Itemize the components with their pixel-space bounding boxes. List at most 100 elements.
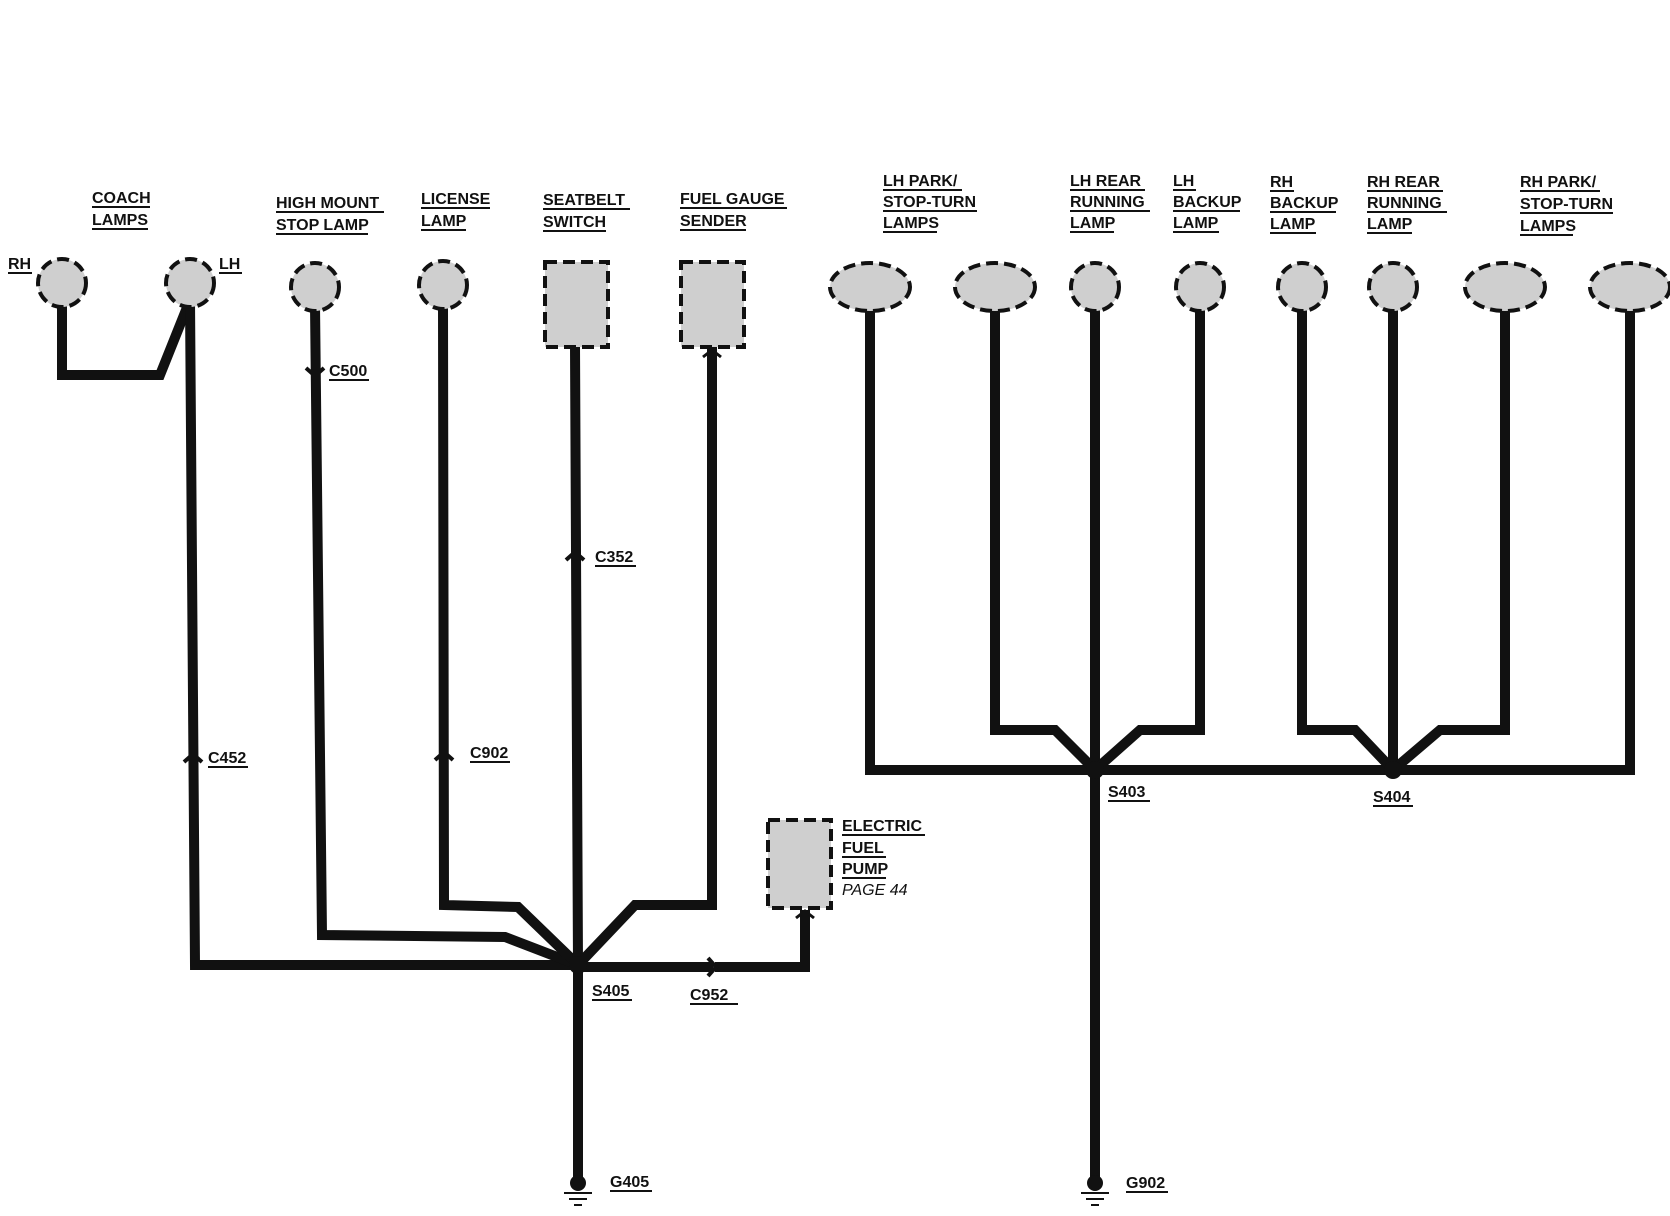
lh-park-lamp-inner-icon[interactable] <box>953 261 1037 313</box>
lh-park-lamp-outer-icon[interactable] <box>828 261 912 313</box>
coach-lamp-lh-label: LH <box>219 256 240 273</box>
wires-left-network <box>57 293 810 1185</box>
fuel-gauge-line2: SENDER <box>680 213 747 230</box>
g902-ground-icon[interactable] <box>1081 1175 1109 1206</box>
fuel-gauge-sender-icon[interactable] <box>679 260 746 349</box>
g405-ground-icon[interactable] <box>564 1175 592 1206</box>
rh-rear-running-lamp-icon[interactable] <box>1367 261 1419 313</box>
lh-rear-line2: RUNNING <box>1070 194 1145 211</box>
lh-backup-line1: LH <box>1173 173 1194 190</box>
wire-seatbelt-to-s405 <box>569 339 584 971</box>
fuel-gauge-connector-icon <box>702 348 722 359</box>
coach-lamp-lh-icon[interactable] <box>164 257 216 309</box>
s405-label: S405 <box>592 983 629 1000</box>
fuel-pump-line3: PUMP <box>842 861 889 878</box>
connector-markers <box>182 348 815 978</box>
lh-backup-label: LH BACKUP LAMP <box>1173 173 1242 233</box>
wire-rh-backup <box>1297 300 1401 778</box>
g405-label: G405 <box>610 1174 649 1191</box>
c352-connector-icon[interactable] <box>564 549 586 562</box>
fuel-pump-line1: ELECTRIC <box>842 818 922 835</box>
c902-connector-icon[interactable] <box>433 749 455 762</box>
fuel-pump-connector-icon <box>795 909 815 920</box>
electric-fuel-pump-label: ELECTRIC FUEL PUMP PAGE 44 <box>842 818 925 899</box>
lh-rear-running-label: LH REAR RUNNING LAMP <box>1070 173 1150 233</box>
wire-coach-lh-to-s405 <box>184 294 583 970</box>
rh-park-lamp-inner-icon[interactable] <box>1463 261 1547 313</box>
fuel-pump-page-ref[interactable]: PAGE 44 <box>842 882 908 899</box>
lh-park-line3: LAMPS <box>883 215 939 232</box>
coach-lamp-rh-icon[interactable] <box>36 257 88 309</box>
rh-backup-lamp-icon[interactable] <box>1276 261 1328 313</box>
wire-rh-park-outer <box>1388 300 1635 775</box>
rh-rear-line1: RH REAR <box>1367 174 1440 191</box>
seatbelt-line1: SEATBELT <box>543 192 625 209</box>
fuel-gauge-line1: FUEL GAUGE <box>680 191 785 208</box>
splice-points <box>569 761 1402 974</box>
seatbelt-switch-label: SEATBELT SWITCH <box>543 192 630 232</box>
high-mount-line2: STOP LAMP <box>276 217 369 234</box>
fuel-pump-line2: FUEL <box>842 840 884 857</box>
c352-label: C352 <box>595 549 633 566</box>
rh-backup-line3: LAMP <box>1270 216 1316 233</box>
lh-park-line1: LH PARK/ <box>883 173 958 190</box>
wire-lh-backup <box>1087 300 1205 778</box>
s403-splice-icon[interactable] <box>1086 761 1104 779</box>
seatbelt-line2: SWITCH <box>543 214 606 231</box>
electric-fuel-pump-icon[interactable] <box>766 818 833 910</box>
g902-label: G902 <box>1126 1175 1165 1192</box>
s403-label: S403 <box>1108 784 1145 801</box>
lh-park-stop-turn-label: LH PARK/ STOP-TURN LAMPS <box>883 173 977 233</box>
c902-label: C902 <box>470 745 508 762</box>
s405-splice-icon[interactable] <box>569 956 587 974</box>
rh-park-line3: LAMPS <box>1520 218 1576 235</box>
license-line1: LICENSE <box>421 191 491 208</box>
c952-connector-icon[interactable] <box>706 956 719 978</box>
high-mount-line1: HIGH MOUNT <box>276 195 379 212</box>
component-shapes <box>36 257 1670 910</box>
c952-label: C952 <box>690 987 728 1004</box>
lh-rear-line3: LAMP <box>1070 215 1116 232</box>
lh-backup-line2: BACKUP <box>1173 194 1242 211</box>
rh-park-stop-turn-label: RH PARK/ STOP-TURN LAMPS <box>1520 174 1613 236</box>
wires-right-network <box>865 300 1635 1185</box>
coach-lamps-label: COACH LAMPS <box>92 190 151 230</box>
rh-rear-line3: LAMP <box>1367 216 1413 233</box>
wire-c952-to-fuel-pump <box>715 910 810 972</box>
license-line2: LAMP <box>421 213 467 230</box>
rh-backup-line2: BACKUP <box>1270 195 1339 212</box>
rh-backup-label: RH BACKUP LAMP <box>1270 174 1339 234</box>
wire-lh-park-inner <box>990 300 1103 778</box>
high-mount-stop-lamp-label: HIGH MOUNT STOP LAMP <box>276 195 384 235</box>
lh-backup-lamp-icon[interactable] <box>1174 261 1226 313</box>
seatbelt-switch-icon[interactable] <box>543 260 610 349</box>
rh-park-line2: STOP-TURN <box>1520 196 1613 213</box>
rh-park-lamp-outer-icon[interactable] <box>1588 261 1670 313</box>
lh-rear-running-lamp-icon[interactable] <box>1069 261 1121 313</box>
wire-rh-park-inner <box>1385 300 1510 778</box>
wire-fuel-gauge-to-s405 <box>570 343 717 973</box>
wire-coach-rh-to-lh <box>57 293 197 380</box>
lh-rear-line1: LH REAR <box>1070 173 1142 190</box>
high-mount-stop-lamp-icon[interactable] <box>289 261 341 313</box>
rh-rear-running-label: RH REAR RUNNING LAMP <box>1367 174 1447 234</box>
fuel-gauge-sender-label: FUEL GAUGE SENDER <box>680 191 787 231</box>
c452-connector-icon[interactable] <box>182 751 204 764</box>
wire-lh-park-outer <box>865 300 1100 775</box>
rh-park-line1: RH PARK/ <box>1520 174 1597 191</box>
c452-label: C452 <box>208 750 246 767</box>
coach-lamp-rh-label: RH <box>8 256 31 273</box>
license-lamp-label: LICENSE LAMP <box>421 191 491 231</box>
wire-license-to-s405 <box>437 299 586 973</box>
s404-splice-icon[interactable] <box>1384 761 1402 779</box>
license-lamp-icon[interactable] <box>417 259 469 311</box>
rh-rear-line2: RUNNING <box>1367 195 1442 212</box>
wire-high-mount-to-s405 <box>309 299 585 972</box>
c500-label: C500 <box>329 363 367 380</box>
lh-park-line2: STOP-TURN <box>883 194 976 211</box>
s404-label: S404 <box>1373 789 1410 806</box>
c500-connector-icon[interactable] <box>304 366 326 379</box>
coach-lamps-line1: COACH <box>92 190 151 207</box>
lh-backup-line3: LAMP <box>1173 215 1219 232</box>
